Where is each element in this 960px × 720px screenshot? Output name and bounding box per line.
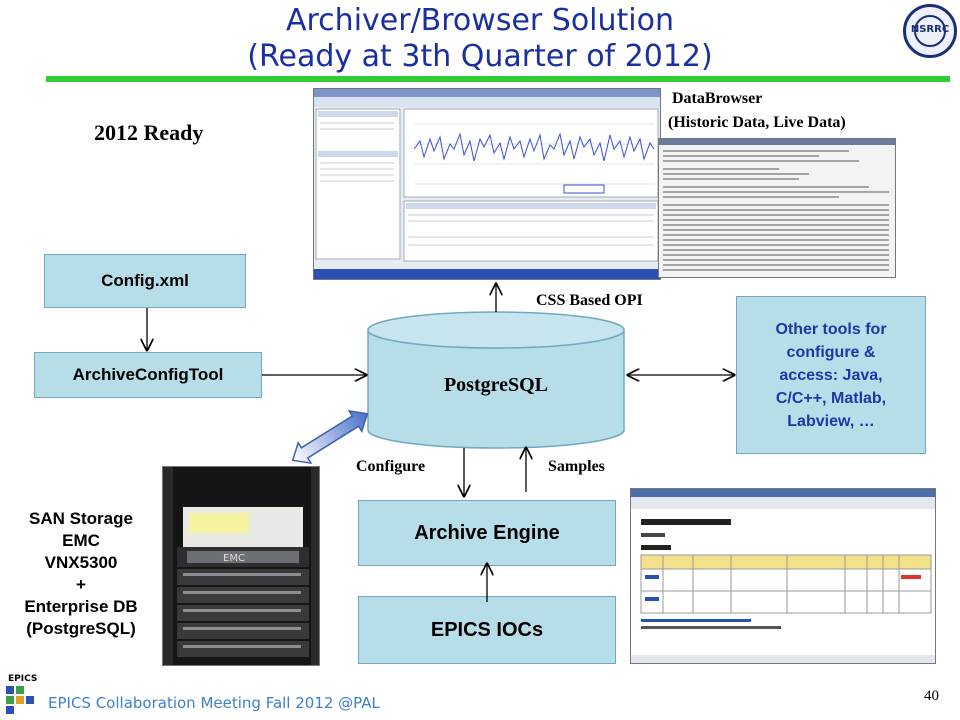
other-tools-line: access: Java, [779, 366, 883, 384]
configure-label: Configure [356, 458, 426, 475]
epics-logo-icon [6, 686, 34, 714]
svg-text:EMC: EMC [223, 553, 245, 564]
archive-engine-box: Archive Engine [358, 500, 616, 566]
san-storage-label: SAN Storage EMC VNX5300 + Enterprise DB … [0, 508, 162, 640]
samples-label: Samples [548, 458, 605, 475]
san-line: (PostgreSQL) [26, 619, 136, 638]
other-tools-line: Labview, … [787, 412, 875, 430]
san-line: SAN Storage [29, 509, 133, 528]
san-line: + [76, 575, 86, 594]
postgresql-cylinder [367, 311, 625, 449]
ready-label: 2012 Ready [94, 120, 204, 145]
footer-text: EPICS Collaboration Meeting Fall 2012 @P… [48, 694, 380, 712]
nsrrc-logo: NSRRC [903, 4, 957, 58]
other-tools-box: Other tools for configure & access: Java… [736, 296, 926, 454]
san-db-block-arrow [291, 409, 369, 465]
other-tools-line: configure & [786, 343, 876, 361]
archive-config-tool-box: ArchiveConfigTool [34, 352, 262, 398]
epics-logo-text: EPICS [8, 674, 38, 684]
archive-engine-web-screenshot [630, 488, 936, 664]
css-opi-label: CSS Based OPI [536, 292, 643, 309]
page-number: 40 [924, 688, 939, 704]
title-rule [46, 76, 950, 82]
databrowser-app-screenshot [313, 88, 661, 280]
databrowser-label: DataBrowser [672, 90, 763, 107]
databrowser-sublabel: (Historic Data, Live Data) [668, 114, 846, 131]
slide-title-line1: Archiver/Browser Solution [285, 3, 674, 38]
san-rack-photo: EMC [162, 466, 320, 666]
logo-text: NSRRC [910, 24, 950, 35]
san-line: Enterprise DB [24, 597, 138, 616]
sql-console-screenshot [658, 138, 896, 278]
san-line: VNX5300 [44, 553, 118, 572]
san-line: EMC [62, 531, 100, 550]
other-tools-line: Other tools for [775, 320, 887, 338]
epics-iocs-box: EPICS IOCs [358, 596, 616, 664]
config-xml-box: Config.xml [44, 254, 246, 308]
slide-title-line2: (Ready at 3th Quarter of 2012) [247, 39, 713, 74]
other-tools-line: C/C++, Matlab, [775, 389, 887, 407]
postgresql-label: PostgreSQL [443, 374, 549, 396]
